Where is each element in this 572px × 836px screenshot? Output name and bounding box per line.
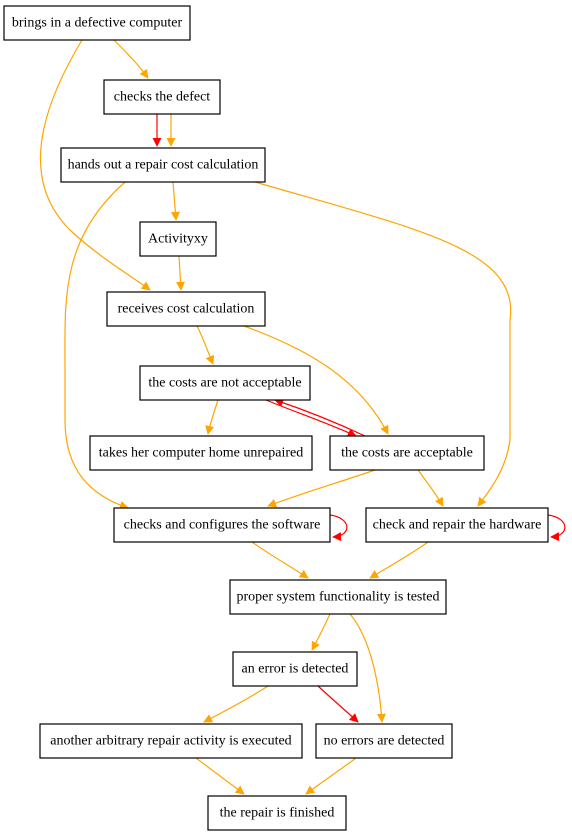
edge-arrow-defective-to-receives-calc: [39, 39, 151, 291]
edge-arrow-repair-calc-to-hardware: [254, 181, 512, 507]
node-checks-defect: checks the defect: [103, 79, 221, 115]
node-box: [232, 651, 358, 687]
node-label: proper system functionality is tested: [237, 590, 440, 605]
node-defective: brings in a defective computer: [3, 5, 191, 41]
edge-arrow-not-acceptable-to-home-unrepaired: [205, 399, 219, 435]
edge-arrow-hardware-to-tested: [369, 541, 429, 579]
node-acceptable: the costs are acceptable: [329, 435, 485, 471]
edge-arrow-not-acceptable-to-acceptable: [265, 399, 357, 437]
node-label: receives cost calculation: [118, 302, 255, 317]
node-another-repair: another arbitrary repair activity is exe…: [39, 723, 303, 759]
edge-arrow-activityxy-to-receives-calc: [176, 255, 186, 291]
node-box: [3, 5, 191, 41]
node-label: takes her computer home unrepaired: [99, 446, 303, 461]
node-box: [229, 579, 447, 615]
node-no-errors: no errors are detected: [315, 723, 453, 759]
node-label: checks and configures the software: [124, 518, 321, 533]
node-finished: the repair is finished: [207, 795, 347, 831]
edge-arrow-tested-to-error: [311, 613, 331, 651]
node-receives-calc: receives cost calculation: [106, 291, 266, 327]
edge-arrow-receives-calc-to-acceptable: [243, 325, 389, 435]
node-box: [329, 435, 485, 471]
node-activityxy: Activityxy: [139, 221, 217, 257]
node-tested: proper system functionality is tested: [229, 579, 447, 615]
node-label: no errors are detected: [324, 734, 445, 749]
node-hardware: check and repair the hardware: [365, 507, 549, 543]
node-box: [365, 507, 549, 543]
node-box: [315, 723, 453, 759]
node-label: another arbitrary repair activity is exe…: [50, 734, 291, 749]
node-box: [103, 79, 221, 115]
node-box: [106, 291, 266, 327]
node-label: an error is detected: [242, 662, 349, 677]
node-label: the repair is finished: [220, 806, 335, 821]
edge-self-loop-software-to-software: [329, 514, 348, 542]
edge-arrow-acceptable-to-software: [267, 469, 376, 508]
node-box: [139, 365, 311, 401]
edge-arrow-software-to-tested: [251, 541, 309, 579]
edge-arrow-receives-calc-to-not-acceptable: [196, 325, 215, 365]
node-label: Activityxy: [148, 232, 208, 247]
nodes-layer: brings in a defective computer checks the…: [3, 5, 549, 831]
node-box: [139, 221, 217, 257]
edge-arrow-error-to-another-repair: [203, 685, 269, 723]
edges-layer: [39, 39, 566, 795]
node-software: checks and configures the software: [113, 507, 331, 543]
node-label: checks the defect: [114, 90, 210, 105]
node-label: check and repair the hardware: [373, 518, 542, 533]
edge-arrow-no-errors-to-finished: [305, 757, 357, 795]
node-box: [207, 795, 347, 831]
node-error: an error is detected: [232, 651, 358, 687]
node-home-unrepaired: takes her computer home unrepaired: [89, 435, 313, 471]
node-not-acceptable: the costs are not acceptable: [139, 365, 311, 401]
edge-arrow-acceptable-to-hardware: [417, 469, 444, 507]
node-box: [113, 507, 331, 543]
edge-arrow-defective-to-checks-defect: [113, 39, 149, 79]
edge-arrow-tested-to-no-errors: [349, 613, 386, 723]
edge-arrow-acceptable-to-not-acceptable: [274, 398, 366, 437]
edge-self-loop-hardware-to-hardware: [547, 514, 566, 542]
node-box: [39, 723, 303, 759]
edge-arrow-error-to-no-errors: [317, 685, 359, 723]
node-box: [60, 147, 266, 183]
node-box: [89, 435, 313, 471]
edge-arrow-repair-calc-to-activityxy: [170, 181, 180, 221]
node-repair-calc: hands out a repair cost calculation: [60, 147, 266, 183]
node-label: the costs are not acceptable: [148, 376, 301, 391]
edge-arrow-another-repair-to-finished: [195, 757, 245, 795]
node-label: hands out a repair cost calculation: [68, 158, 259, 173]
node-label: brings in a defective computer: [12, 16, 183, 31]
edge-arrow-repair-calc-to-software: [64, 181, 129, 510]
node-label: the costs are acceptable: [341, 446, 473, 461]
